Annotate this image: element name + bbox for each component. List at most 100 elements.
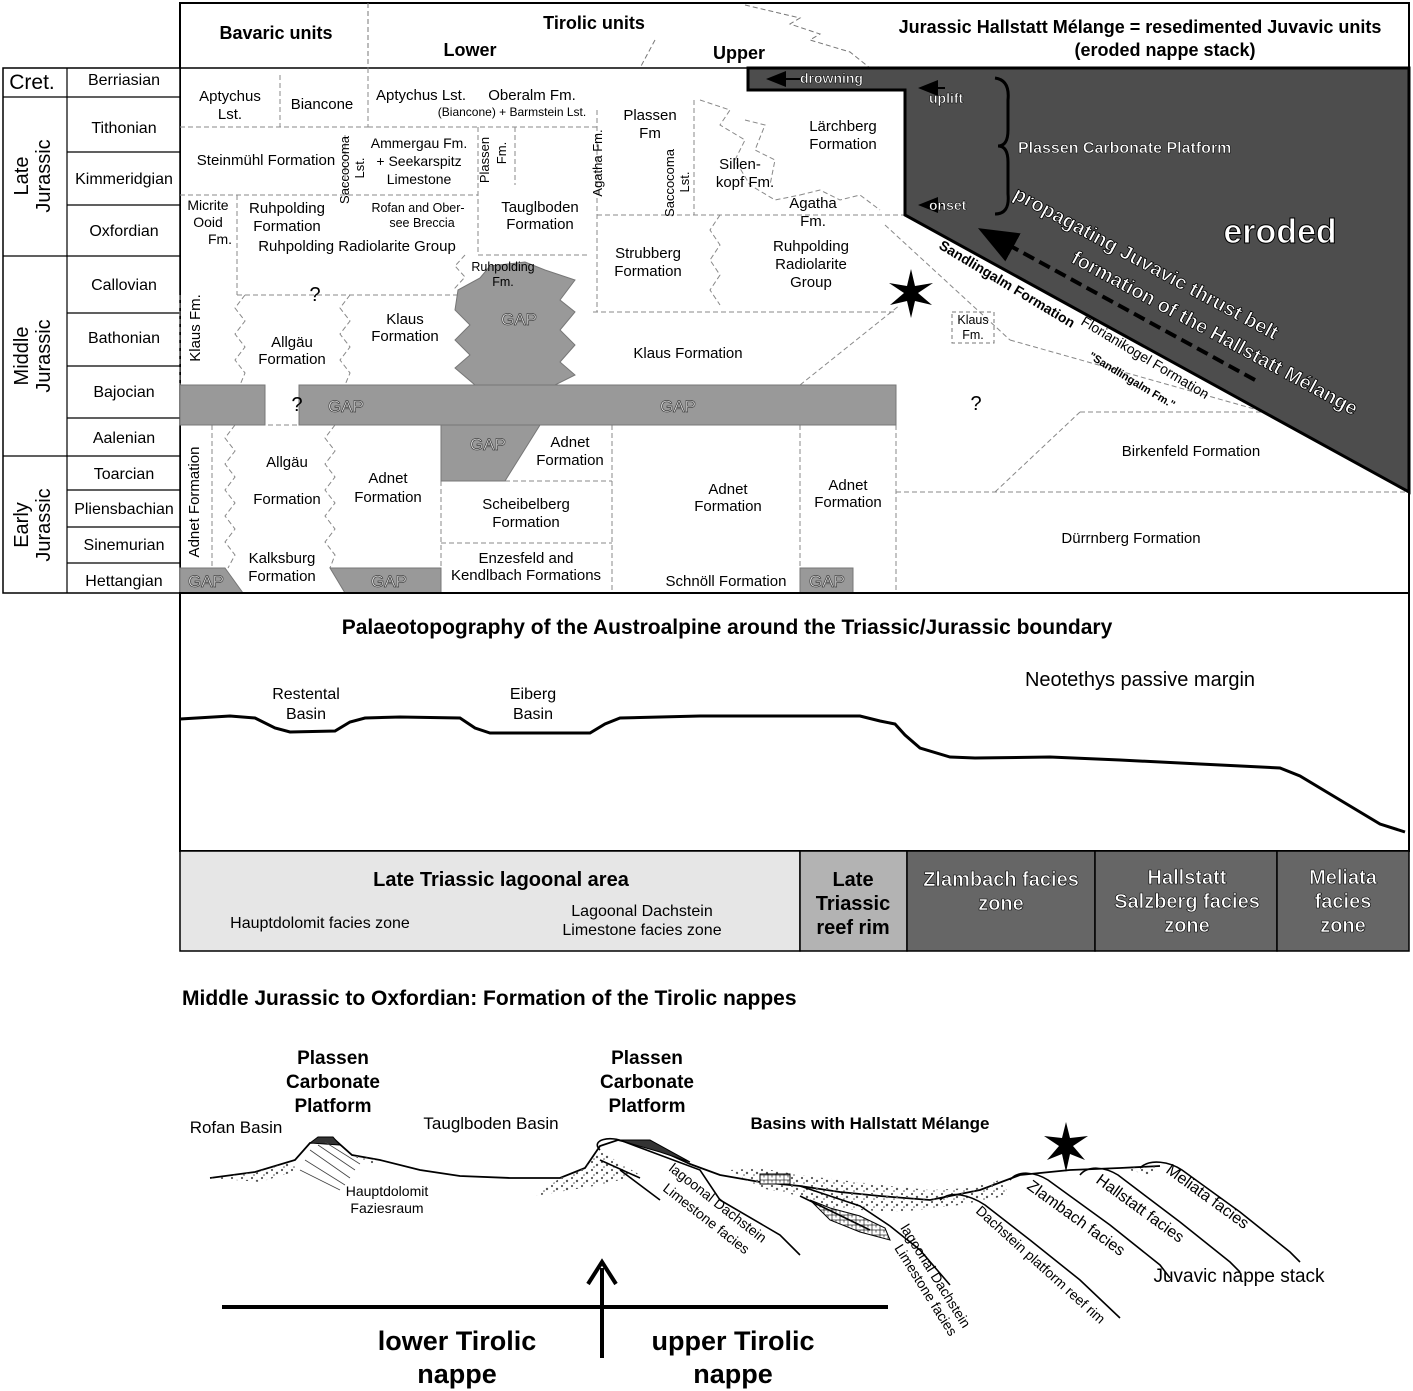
unit-label: Scheibelberg (482, 496, 570, 513)
unit-label: see Breccia (389, 216, 454, 230)
stage-label: Aalenian (93, 430, 155, 447)
zone-hallstatt: Hallstatt (1148, 867, 1227, 889)
hauptdolomit-label: Faziesraum (350, 1200, 423, 1216)
timescale-frame (2, 67, 181, 594)
unit-label: Formation (506, 216, 574, 233)
gap-label: GAP (371, 572, 407, 591)
unit-label: Formation (492, 514, 560, 531)
unit-label: Lärchberg (809, 118, 877, 135)
zone-hallstatt: zone (1164, 915, 1210, 937)
unit-label: Saccocoma (662, 148, 677, 217)
section-title: Middle Jurassic to Oxfordian: Formation … (182, 987, 797, 1010)
svg-text:Middle: Middle (11, 327, 33, 386)
unit-label: Dürrnberg Formation (1061, 530, 1200, 547)
pcp-label: Platform (608, 1096, 685, 1117)
unit-label: Fm. (492, 275, 514, 289)
eroded-label: eroded (1223, 213, 1336, 251)
zone-reef: Late (832, 869, 873, 891)
formation-labels: Aptychus Lst. Biancone Aptychus Lst. Obe… (187, 87, 1260, 590)
unit-label: Fm. (494, 142, 509, 164)
zone-lagoonal-title: Late Triassic lagoonal area (373, 869, 630, 891)
stage-label: Bajocian (93, 384, 154, 401)
svg-text:Jurassic: Jurassic (33, 139, 55, 212)
section-star (1044, 1122, 1088, 1172)
stage-label: Oxfordian (89, 223, 158, 240)
nappe-slabs (596, 1138, 1301, 1319)
onset-label: onset (929, 197, 967, 213)
unit-label: Allgäu (271, 334, 313, 351)
unit-label: Plassen (477, 137, 492, 183)
unit-label: Klaus Formation (633, 345, 742, 362)
unit-label: + Seekarspitz (376, 153, 461, 169)
unit-label: Strubberg (615, 245, 681, 262)
stage-label: Kimmeridgian (75, 171, 173, 188)
klaus-box (951, 311, 995, 344)
header-tirolic: Tirolic units (543, 13, 645, 33)
unit-label: Allgäu (266, 454, 308, 471)
pcp-label: Plassen (611, 1048, 683, 1069)
unit-label: Formation (354, 489, 422, 506)
unit-label: Kendlbach Formations (451, 567, 601, 584)
period-late-jurassic: Late Jurassic (11, 139, 55, 212)
zone-lagoonal-dachstein: Limestone facies zone (562, 922, 721, 939)
unit-label: Radiolarite (775, 256, 847, 273)
unit-label: Ruhpolding Radiolarite Group (258, 238, 456, 255)
eiberg-label: Basin (513, 706, 553, 723)
unit-label: Formation (258, 351, 326, 368)
upper-tirolic-label: upper Tirolic (651, 1326, 814, 1356)
unit-label: (Biancone) + Barmstein Lst. (438, 105, 586, 119)
header-juvavic-1: Jurassic Hallstatt Mélange = resedimente… (899, 17, 1382, 37)
stage-label: Sinemurian (84, 537, 165, 554)
drowning-label: drowning (800, 70, 863, 86)
unit-label: kopf Fm. (716, 174, 774, 191)
zone-meliata: Meliata (1309, 867, 1378, 889)
event-star (889, 269, 933, 318)
hauptdolomit-label: Hauptdolomit (346, 1183, 429, 1199)
palaeotopography-panel: Palaeotopography of the Austroalpine aro… (179, 592, 1410, 852)
question-mark: ? (970, 393, 981, 415)
restental-label: Restental (272, 686, 340, 703)
stage-label: Pliensbachian (74, 501, 174, 518)
eiberg-label: Eiberg (510, 686, 556, 703)
gap-label: GAP (328, 397, 364, 416)
gap-areas (179, 261, 897, 594)
svg-text:Jurassic: Jurassic (33, 488, 55, 561)
vertical-labels: Saccocoma Lst. Plassen Fm. Agatha Fm. Sa… (186, 129, 692, 557)
zone-hallstatt: Salzberg facies (1114, 891, 1260, 913)
pcp-label: Platform (294, 1096, 371, 1117)
palaeo-title: Palaeotopography of the Austroalpine aro… (342, 616, 1113, 639)
unit-label: Formation (809, 136, 877, 153)
stage-labels: Berriasian Tithonian Kimmeridgian Oxford… (74, 72, 174, 590)
zone-zlambach: Zlambach facies (923, 869, 1079, 891)
unit-label: Lst. (352, 158, 367, 179)
svg-text:Jurassic: Jurassic (33, 319, 55, 392)
zone-hauptdolomit: Hauptdolomit facies zone (230, 915, 410, 932)
unit-label: Formation (253, 218, 321, 235)
stage-label: Berriasian (88, 72, 160, 89)
stage-label: Callovian (91, 277, 157, 294)
unit-label: Lst. (677, 172, 692, 193)
unit-label: Fm. (208, 231, 232, 247)
unit-label: Klaus (957, 313, 988, 327)
svg-text:Late: Late (11, 157, 33, 196)
pcp-label: Carbonate (600, 1072, 694, 1093)
zone-meliata: facies (1315, 891, 1372, 913)
unit-label: Agatha (789, 195, 837, 212)
unit-label: Adnet (550, 434, 590, 451)
unit-label: Formation (371, 328, 439, 345)
unit-label: Group (790, 274, 832, 291)
unit-label: Adnet (828, 477, 868, 494)
unit-label: Ammergau Fm. (371, 135, 467, 151)
unit-label: Adnet (368, 470, 408, 487)
unit-label: Formation (536, 452, 604, 469)
upper-tirolic-label: nappe (693, 1359, 773, 1389)
zone-zlambach: zone (978, 893, 1024, 915)
gap-label: GAP (501, 310, 537, 329)
unit-label: Schnöll Formation (666, 573, 787, 590)
unit-label: Ooid (193, 214, 223, 230)
cross-section: Middle Jurassic to Oxfordian: Formation … (182, 987, 1325, 1389)
unit-label: Kalksburg (249, 550, 316, 567)
gap-label: GAP (809, 572, 845, 591)
unit-label: Biancone (291, 96, 354, 113)
